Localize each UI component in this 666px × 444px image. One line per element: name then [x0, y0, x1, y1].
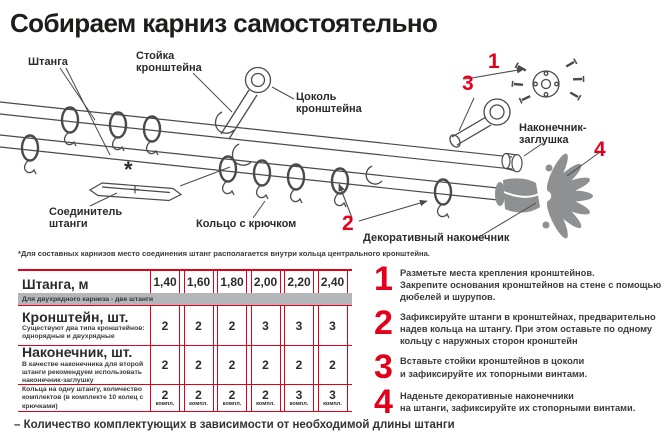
label-bracket-stand: Стойка кронштейна — [136, 50, 202, 74]
cell-value: 3 — [295, 387, 303, 402]
cell-value: 2 — [228, 387, 236, 402]
step-4: 4 Наденьте декоративные наконечники на ш… — [374, 383, 666, 422]
cell-value: 2 — [161, 387, 169, 402]
step-1: 1 Разметьте места крепления кронштейнов.… — [374, 260, 666, 303]
cell-unit: компл. — [323, 400, 342, 407]
cell-value: 2 — [329, 358, 336, 372]
step-text: Вставьте стойки кронштейнов в цоколи и з… — [400, 356, 588, 379]
marker-1: 1 — [488, 50, 500, 73]
cell-value: 2 — [262, 387, 269, 402]
table-gray-note-row: Для двухрядного карниза - две штанги — [18, 293, 352, 305]
cell-value: 2 — [195, 358, 202, 372]
wall-plate — [532, 70, 560, 98]
leader-lines — [59, 67, 601, 241]
step-number: 3 — [374, 348, 393, 387]
step-text: Зафиксируйте штанги в кронштейнах, предв… — [400, 312, 656, 347]
row-sublabel: В качестве наконечника для второй штанги… — [22, 360, 144, 384]
cell-value: 2 — [228, 318, 236, 333]
row-label: Кронштейн, шт. — [22, 308, 129, 325]
cell-value: 3 — [295, 318, 303, 333]
column-header: 1,40 — [150, 271, 180, 293]
decorative-finial-shape — [495, 153, 593, 239]
row-sublabel: Существуют два типа кронштейнов: одноряд… — [22, 325, 145, 341]
rings — [20, 106, 453, 219]
end-cap-shape — [501, 152, 523, 173]
step-text: Наденьте декоративные наконечники на шта… — [400, 391, 636, 414]
cell-unit: компл. — [256, 400, 275, 407]
table-row: Наконечник, шт. В качестве наконечника д… — [18, 345, 352, 384]
row-sublabel: Кольца на одну штангу, количество компле… — [22, 386, 144, 410]
label-bracket-base: Цоколь кронштейна — [296, 91, 362, 115]
marker-3: 3 — [462, 72, 474, 95]
cell-value: 3 — [329, 387, 336, 402]
column-header: 2,20 — [284, 271, 314, 293]
step-arrows — [338, 66, 525, 222]
label-rod-connector: Соединитель штанги — [49, 206, 123, 230]
marker-2: 2 — [342, 212, 354, 235]
table-row: Кольца на одну штангу, количество компле… — [18, 384, 352, 411]
header-note: Для двухрядного карниза - две штанги — [22, 295, 154, 303]
column-header: 2,00 — [250, 271, 281, 293]
rod-connector — [88, 182, 183, 202]
cell-value: 2 — [195, 387, 202, 402]
table-header-row: Штанга, м 1,40 1,60 1,80 2,00 2,20 2,40 — [18, 271, 352, 293]
label-decorative-finial: Декоративный наконечник — [363, 232, 510, 244]
label-rod: Штанга — [28, 56, 68, 68]
step-text: Разметьте места крепления кронштейнов. З… — [400, 268, 662, 303]
column-header: 1,60 — [183, 271, 214, 293]
step-2: 2 Зафиксируйте штанги в кронштейнах, пре… — [374, 304, 666, 347]
components-table: Штанга, м 1,40 1,60 1,80 2,00 2,20 2,40 … — [18, 269, 352, 412]
cell-unit: компл. — [155, 400, 175, 407]
label-end-cap: Наконечник- заглушка — [519, 122, 587, 146]
label-ring-with-hook: Кольцо с крючком — [196, 218, 297, 230]
cell-value: 2 — [262, 358, 269, 372]
cell-value: 2 — [295, 358, 303, 372]
marker-4: 4 — [594, 138, 606, 161]
assembly-steps: 1 Разметьте места крепления кронштейнов.… — [374, 260, 666, 424]
cell-value: 2 — [161, 318, 169, 333]
step-number: 2 — [374, 304, 393, 343]
rod-lower — [0, 134, 499, 201]
table-caption: – Количество комплектующих в зависимости… — [14, 419, 455, 431]
cell-value: 3 — [329, 318, 336, 333]
step-number: 1 — [374, 260, 393, 298]
table-header-label: Штанга, м — [22, 277, 89, 292]
cell-value: 2 — [228, 358, 236, 372]
cell-unit: компл. — [289, 400, 309, 407]
cell-unit: компл. — [222, 400, 242, 407]
diagram-footnote: *Для составных карнизов место соединения… — [18, 249, 430, 258]
cell-value: 2 — [161, 358, 169, 372]
table-row: Кронштейн, шт. Существуют два типа кронш… — [18, 305, 352, 345]
bracket-stand — [214, 66, 383, 185]
step-number: 4 — [374, 383, 393, 422]
rod-upper — [0, 101, 513, 170]
cell-value: 3 — [262, 318, 269, 333]
page-title: Собираем карниз самостоятельно — [10, 8, 438, 38]
column-header: 1,80 — [217, 271, 247, 293]
column-header: 2,40 — [317, 271, 348, 293]
socket — [449, 98, 511, 148]
row-label: Наконечник, шт. — [22, 343, 133, 360]
cell-value: 2 — [195, 318, 202, 333]
cell-unit: компл. — [189, 400, 208, 407]
step-3: 3 Вставьте стойки кронштейнов в цоколи и… — [374, 348, 666, 387]
asterisk-mark: * — [124, 157, 133, 182]
